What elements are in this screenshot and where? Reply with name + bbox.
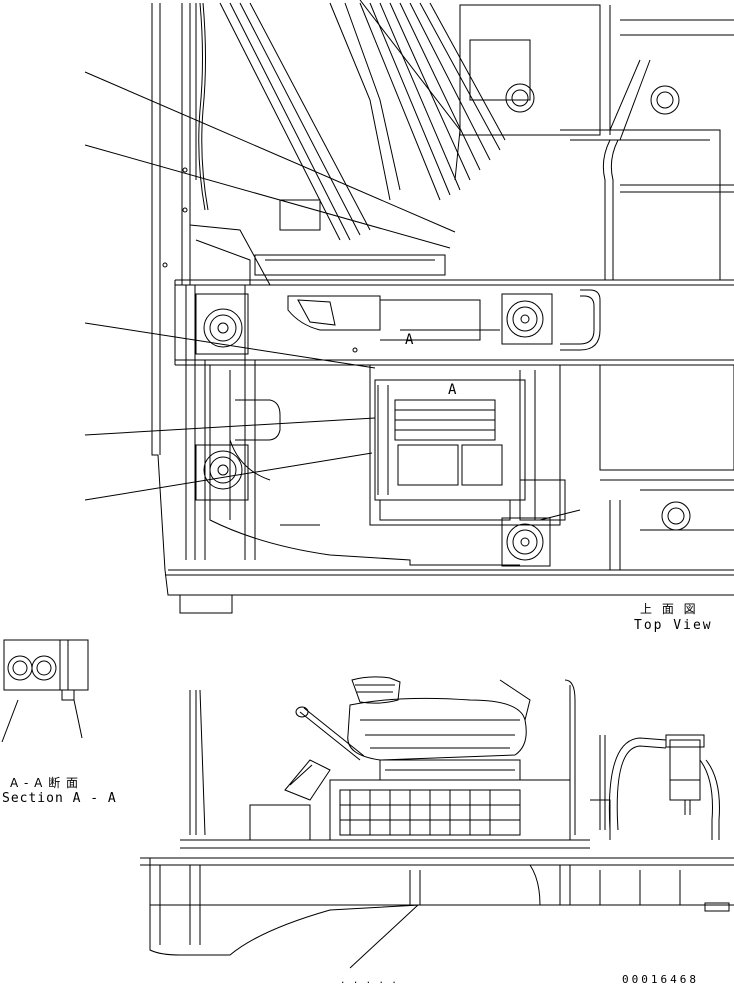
leader-lines (84, 71, 581, 521)
section-title-jp: A - A 断 面 (10, 776, 80, 790)
seat-base-controller (329, 779, 571, 841)
mount-rear-right (501, 517, 551, 567)
marker-a-lower: A (448, 382, 459, 398)
top-view-title-jp: 上 面 図 (640, 602, 699, 616)
top-view-title-en: Top View (634, 618, 713, 633)
drawing-number: 00016468 (622, 973, 699, 986)
lever-bundle (219, 0, 506, 241)
top-view (84, 0, 734, 614)
mount-front-right (501, 293, 553, 345)
cab-frame-outline (151, 3, 734, 596)
side-view (140, 676, 734, 969)
marker-a-upper: A (405, 332, 416, 348)
mount-rear-left (195, 444, 249, 501)
operator-seat (347, 676, 527, 781)
controller-assembly (369, 364, 566, 526)
section-a-a (1, 639, 89, 743)
filter-unit (665, 734, 705, 815)
bottom-note: . . . . . (340, 976, 398, 986)
mount-front-left (195, 293, 249, 355)
floor-plate (209, 365, 520, 566)
section-title-en: Section A - A (2, 791, 117, 806)
